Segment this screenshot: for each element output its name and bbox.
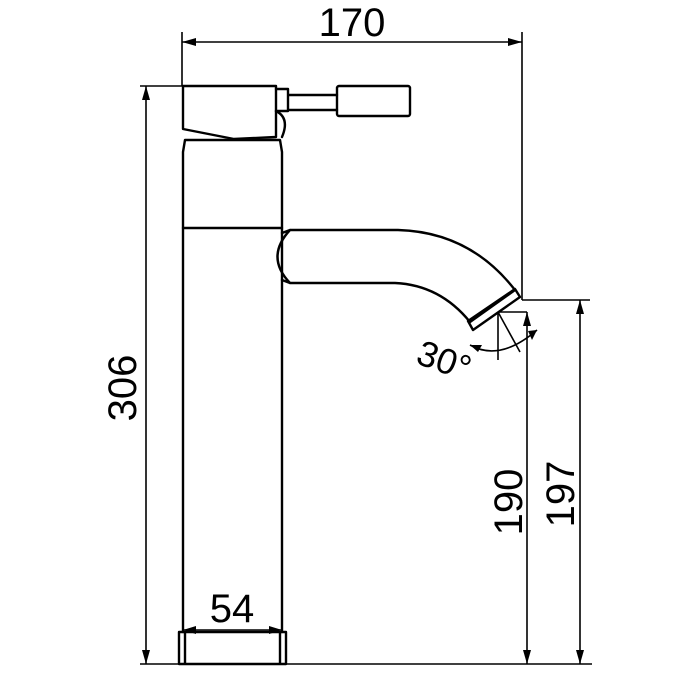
lever-stem	[274, 87, 339, 113]
dim-label-54: 54	[210, 587, 255, 631]
faucet-outline	[177, 84, 522, 666]
dim-label-170: 170	[319, 1, 386, 45]
dim-spout-angle: 30°	[412, 329, 538, 389]
body-column	[181, 226, 284, 634]
dim-label-197: 197	[539, 461, 583, 528]
dim-base-width: 54	[183, 587, 282, 634]
handle-hub	[181, 84, 278, 141]
dim-label-306: 306	[101, 355, 145, 422]
dim-spout-heights: 190 197	[286, 299, 592, 665]
dim-width-total: 170	[181, 1, 523, 300]
spout	[276, 228, 517, 324]
dim-label-30-degrees: 30°	[412, 332, 477, 389]
body-base	[177, 630, 288, 666]
dim-label-190: 190	[487, 469, 531, 536]
body-upper	[181, 138, 284, 230]
spout-aerator	[466, 287, 522, 332]
lever-grip	[335, 84, 412, 118]
hub-neck	[274, 109, 287, 139]
dim-height-total: 306	[101, 85, 183, 665]
